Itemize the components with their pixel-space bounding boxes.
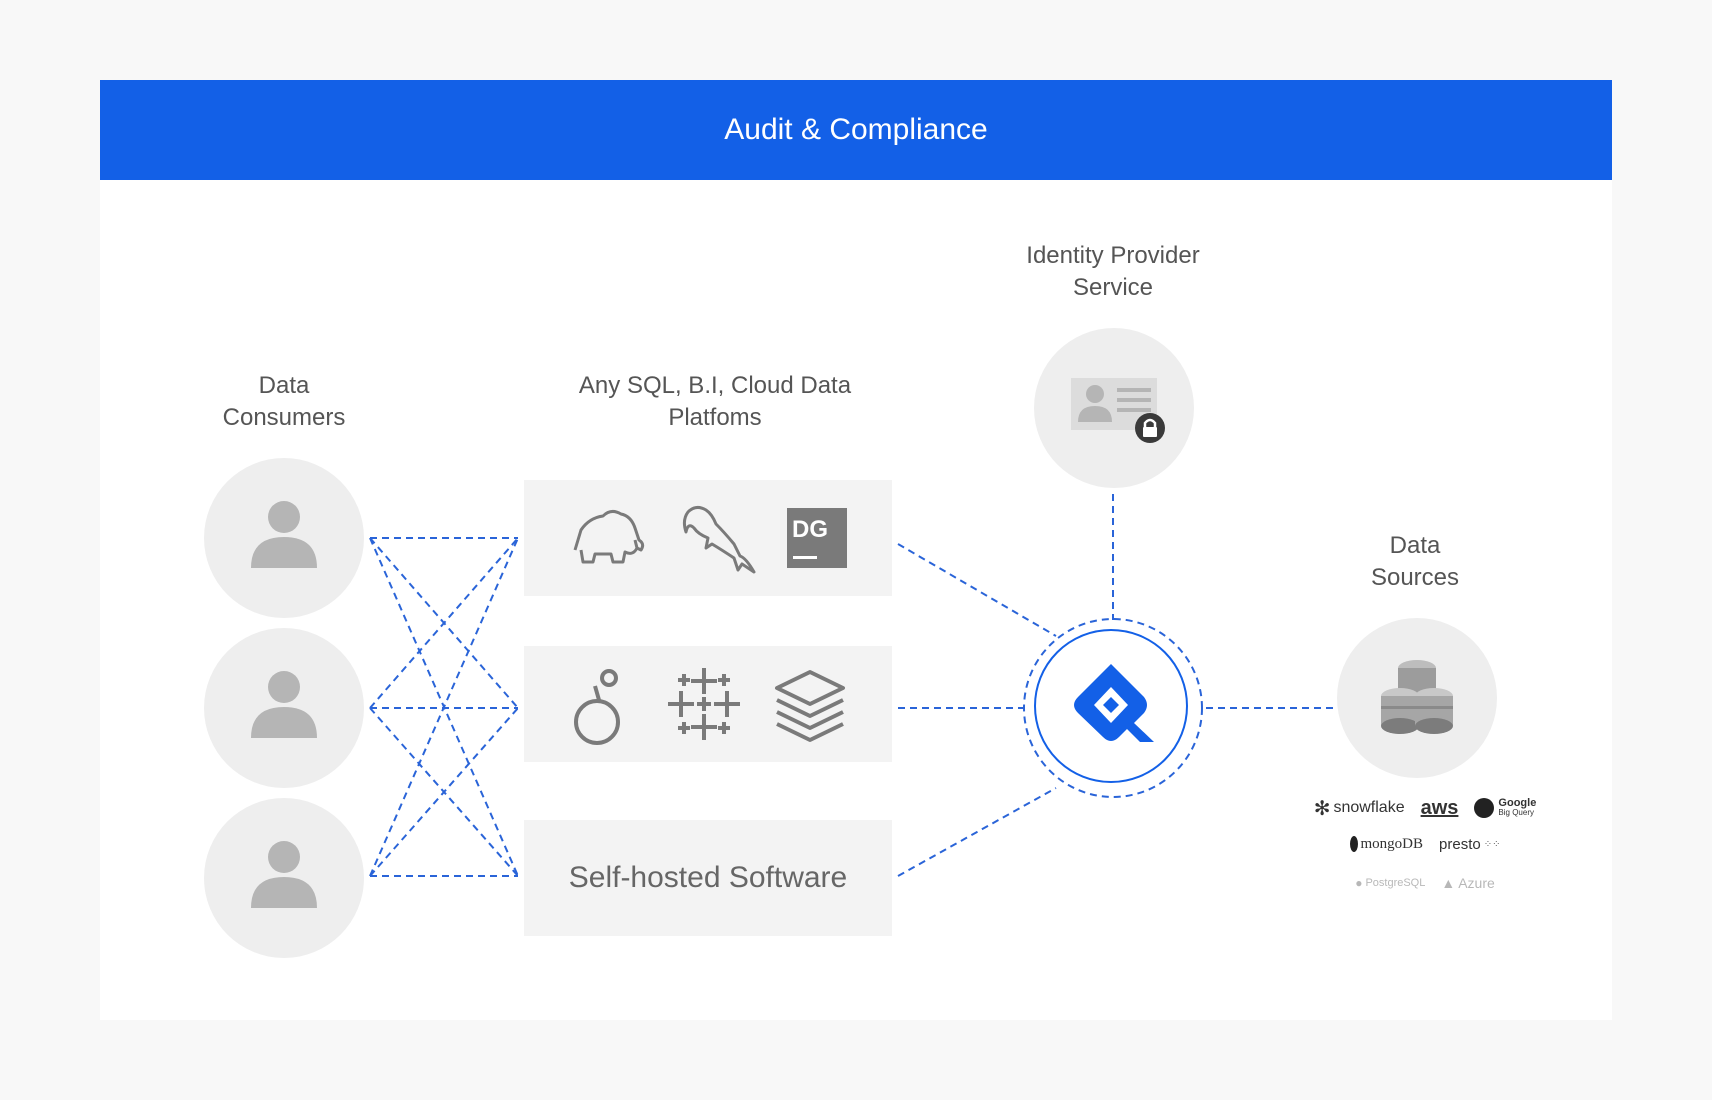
source-logos-row-1: ✻ snowflake aws Google Big Query	[1300, 794, 1550, 822]
consumer-node-3	[204, 798, 364, 958]
postgresql-logo: ● PostgreSQL	[1355, 876, 1426, 890]
snowflake-logo: ✻ snowflake	[1313, 797, 1405, 820]
azure-logo: ▲ Azure	[1441, 875, 1495, 891]
database-stack-icon	[1381, 660, 1453, 734]
bigquery-icon	[1474, 798, 1495, 818]
source-logos-row-3: ● PostgreSQL ▲ Azure	[1300, 872, 1550, 894]
id-card-lock-icon	[1071, 378, 1165, 443]
platforms-label: Any SQL, B.I, Cloud Data Platfoms	[578, 372, 852, 431]
elephant-icon	[573, 509, 644, 564]
platform-box-sql-clients: DG	[524, 480, 892, 596]
consumer-node-1	[204, 458, 364, 618]
looker-icon	[574, 669, 621, 745]
data-consumers-label: Data Consumers	[222, 372, 346, 431]
presto-logo: presto ⁘⁘	[1439, 835, 1501, 853]
presto-dots-icon: ⁘⁘	[1483, 838, 1501, 850]
elephant-icon: ●	[1355, 876, 1363, 890]
consumer-node-2	[204, 628, 364, 788]
google-bigquery-logo: Google Big Query	[1474, 798, 1536, 818]
aws-logo: aws	[1420, 796, 1459, 819]
identity-provider-label: Identity Provider Service	[1026, 242, 1200, 301]
mongodb-logo: mongoDB	[1349, 836, 1423, 853]
snowflake-icon: ✻	[1313, 797, 1331, 820]
data-sources-label: Data Sources	[1370, 532, 1460, 591]
user-icon	[251, 501, 317, 568]
mongodb-leaf-icon	[1349, 836, 1358, 852]
audit-compliance-banner: Audit & Compliance	[100, 80, 1612, 180]
platform-box-self-hosted: Self-hosted Software	[524, 820, 892, 936]
azure-icon: ▲	[1441, 875, 1456, 891]
user-icon	[251, 841, 317, 908]
source-logos-row-2: mongoDB presto ⁘⁘	[1300, 832, 1550, 856]
svg-text:DG: DG	[792, 516, 828, 543]
dg-icon: DG	[787, 508, 848, 568]
tableau-icon	[667, 668, 740, 740]
user-icon	[251, 671, 317, 738]
central-hub-node	[1034, 629, 1188, 783]
dolphin-icon	[682, 505, 756, 574]
identity-provider-node	[1034, 328, 1194, 488]
self-hosted-software-text: Self-hosted Software	[568, 861, 848, 894]
platform-box-bi-tools	[524, 646, 892, 762]
banner-title: Audit & Compliance	[724, 113, 988, 146]
layers-icon	[774, 670, 845, 742]
hub-logo-icon	[1074, 664, 1154, 742]
data-sources-node	[1337, 618, 1497, 778]
